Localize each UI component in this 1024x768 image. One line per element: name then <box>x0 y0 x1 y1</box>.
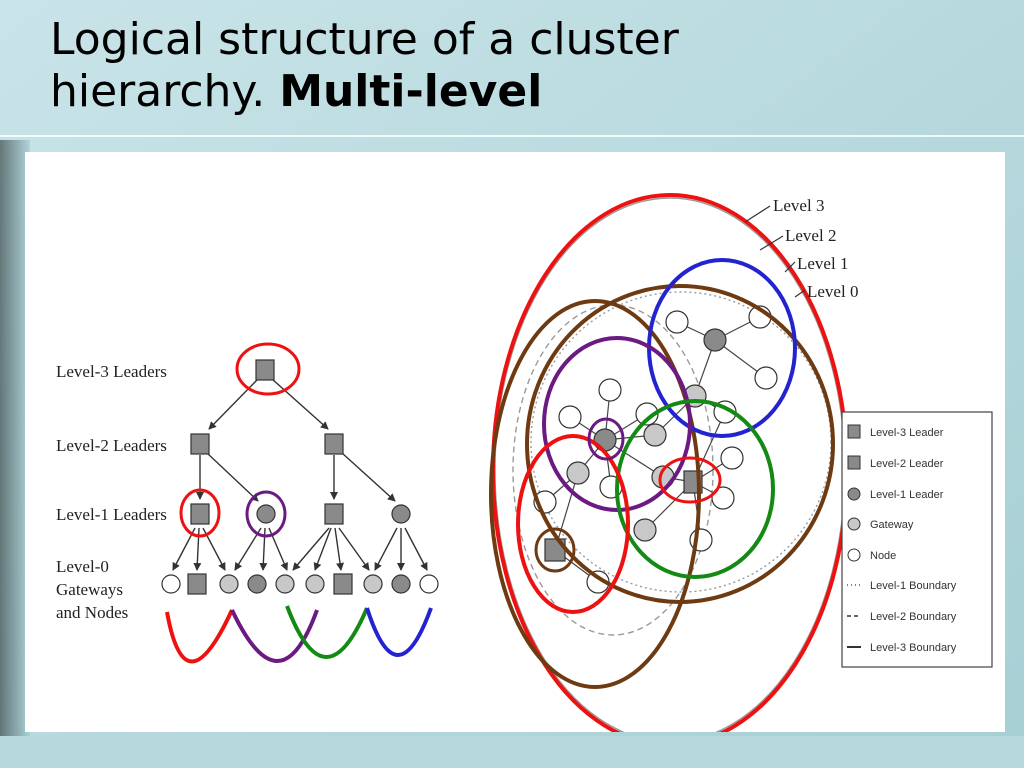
red-group-arc <box>165 609 234 664</box>
gateway-node <box>566 461 590 485</box>
diagram-figure: Level-3 Leaders Level-2 Leaders Level-1 … <box>25 152 1005 732</box>
level2-leader-node <box>190 433 210 455</box>
legend: Level-3 Leader Level-2 Leader Level-1 Le… <box>841 411 993 668</box>
level1-cluster-ring-red <box>516 434 630 614</box>
node <box>665 310 689 334</box>
node <box>419 574 439 594</box>
level3-highlight-ring <box>235 342 301 396</box>
node <box>711 486 735 510</box>
level1-leader-node <box>391 504 411 524</box>
level2-leader-node <box>324 503 344 525</box>
level2-leader-legend-icon <box>847 455 861 470</box>
node <box>635 402 659 426</box>
green-group-arc <box>285 605 369 659</box>
node <box>161 574 181 594</box>
legend-level1-boundary: Level-1 Boundary <box>870 580 957 592</box>
level2-cluster-ring-inner <box>489 299 701 689</box>
level1-leader-node <box>256 504 276 524</box>
level1-label: Level 1 <box>797 254 848 273</box>
level1-leader-node <box>593 428 617 452</box>
level1-leader-node <box>247 574 267 594</box>
node <box>754 366 778 390</box>
level3-label: Level 3 <box>773 196 824 215</box>
label-gateways: Gateways <box>56 580 123 599</box>
level1-leader-highlight <box>587 417 625 461</box>
level3-leader-node <box>255 359 275 381</box>
level0-row <box>161 573 439 595</box>
legend-level3-leader: Level-3 Leader <box>870 427 944 439</box>
node-legend-icon <box>847 548 861 562</box>
cluster-map: Level 3 Level 2 Level 1 Level 0 <box>489 193 858 732</box>
level2-leader-highlight <box>658 456 722 504</box>
label-level2-leaders: Level-2 Leaders <box>56 436 167 455</box>
gateway-node <box>305 574 325 594</box>
label-level3-leaders: Level-3 Leaders <box>56 362 167 381</box>
level2-leader-node <box>187 573 207 595</box>
level1-cluster-ring-green <box>615 399 775 579</box>
level2-leader-node <box>190 503 210 525</box>
level3-leader-legend-icon <box>847 424 861 439</box>
gateway-node <box>275 574 295 594</box>
level1-cluster-ring-purple <box>542 336 692 512</box>
tree-edges <box>172 378 428 571</box>
legend-level3-boundary: Level-3 Boundary <box>870 642 957 654</box>
legend-level2-leader: Level-2 Leader <box>870 458 944 470</box>
title-bold-term: Multi-level <box>279 66 543 117</box>
label-and-nodes: and Nodes <box>56 603 128 622</box>
legend-level1-leader: Level-1 Leader <box>870 489 944 501</box>
level1-highlight-ring-red <box>179 488 221 538</box>
title-line-1: Logical structure of a cluster <box>50 14 679 65</box>
purple-group-arc <box>230 609 319 663</box>
node <box>598 378 622 402</box>
node <box>558 405 582 429</box>
cluster-rings <box>489 193 849 732</box>
label-level0: Level-0 <box>56 557 109 576</box>
hierarchy-tree: Level-3 Leaders Level-2 Leaders Level-1 … <box>56 342 439 664</box>
label-level1-leaders: Level-1 Leaders <box>56 505 167 524</box>
gateway-node <box>219 574 239 594</box>
legend-level2-boundary: Level-2 Boundary <box>870 611 957 623</box>
blue-group-arc <box>365 607 433 657</box>
slide-title: Logical structure of a cluster hierarchy… <box>50 14 950 118</box>
level2-leader-node <box>333 573 353 595</box>
level2-label: Level 2 <box>785 226 836 245</box>
level3-leader-highlight <box>534 527 576 573</box>
legend-node: Node <box>870 550 896 562</box>
level1-leader-node <box>703 328 727 352</box>
title-line-2: hierarchy. <box>50 66 266 117</box>
level1-highlight-ring-purple <box>245 490 287 538</box>
gateway-legend-icon <box>847 517 861 531</box>
cluster-diagram: Level-3 Leaders Level-2 Leaders Level-1 … <box>56 193 993 732</box>
gateway-node <box>643 423 667 447</box>
level1-leader-node <box>391 574 411 594</box>
gateway-node <box>363 574 383 594</box>
level-callout-lines <box>744 205 806 298</box>
level2-leader-node <box>324 433 344 455</box>
legend-gateway: Gateway <box>870 519 914 531</box>
level1-leader-legend-icon <box>847 487 861 501</box>
gateway-node <box>633 518 657 542</box>
level0-label: Level 0 <box>807 282 858 301</box>
legend-box <box>841 411 993 668</box>
node <box>720 446 744 470</box>
